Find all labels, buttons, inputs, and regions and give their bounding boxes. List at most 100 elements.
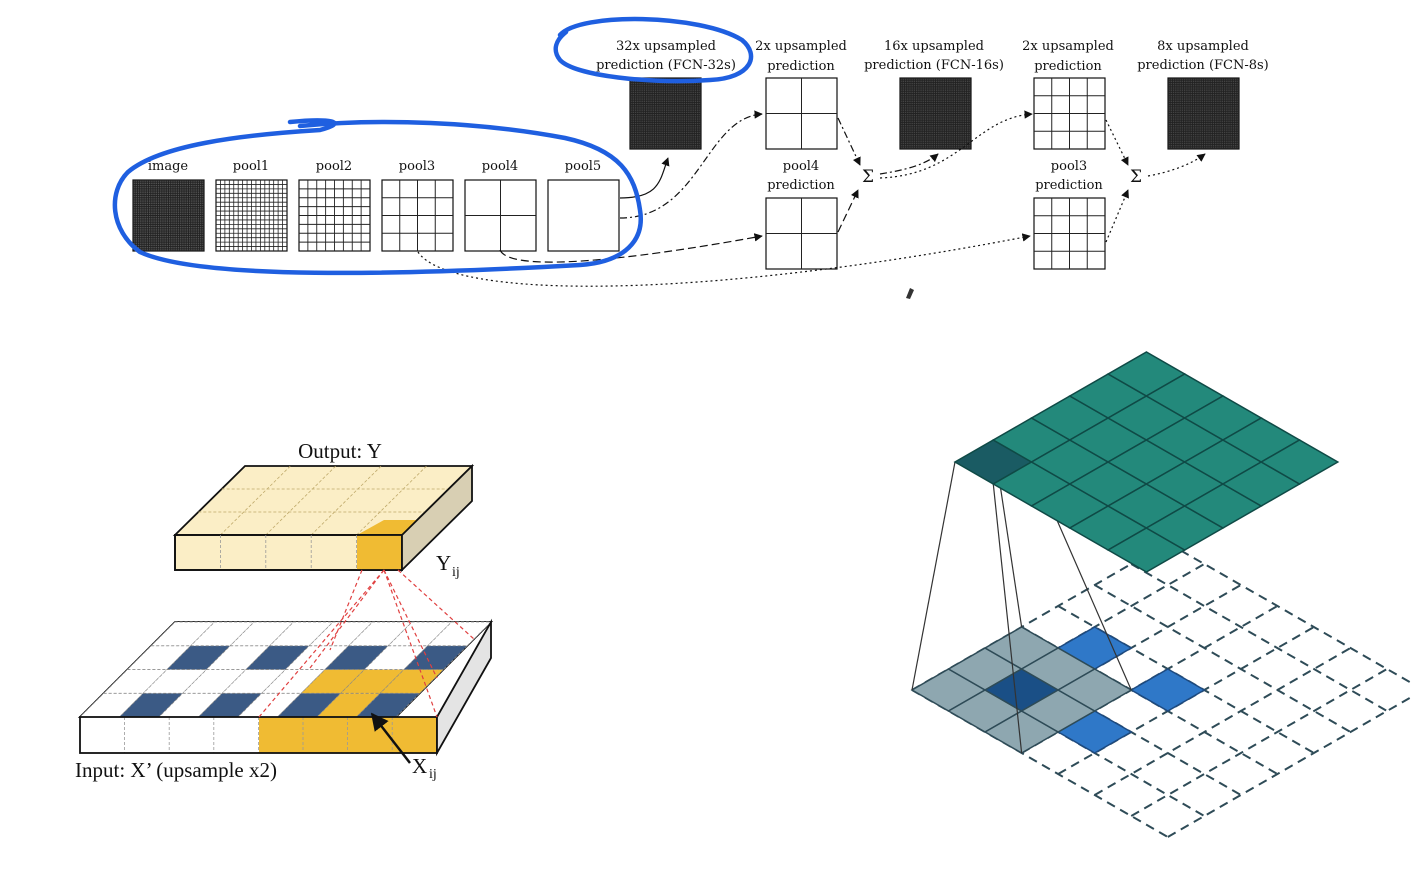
input-top-cells xyxy=(79,621,492,718)
layer-label-pool3: pool3 xyxy=(399,159,435,174)
output-front-grid xyxy=(219,535,358,570)
input-cell xyxy=(181,669,247,694)
fcn-architecture: image pool1 pool2 pool3 pool4 pool5 32x … xyxy=(112,16,1269,299)
sum-symbol-2: Σ xyxy=(1130,167,1142,187)
up2b-label-line1: 2x upsampled xyxy=(1022,39,1114,54)
grid-line xyxy=(1167,695,1412,838)
upsample-conv-diagram: Output: Y Y ij X ij Input: X’ (upsample … xyxy=(75,439,494,782)
transposed-conv-diagram xyxy=(910,351,1412,838)
x-ij-pointer xyxy=(370,712,411,764)
grid-line xyxy=(1094,647,1351,796)
x-ij-subscript: ij xyxy=(429,767,437,782)
fcn8s-label-line1: 8x upsampled xyxy=(1157,39,1249,54)
layer-label-pool2: pool2 xyxy=(316,159,352,174)
input-cell xyxy=(142,669,208,694)
grid-line xyxy=(1130,563,1388,712)
arrow-up2b-to-sum xyxy=(1105,119,1129,166)
layer-grid-pool4 xyxy=(464,179,537,252)
layer-grid-pool2 xyxy=(298,179,371,252)
arrow-sum-to-up2b xyxy=(879,110,1033,179)
input-cell xyxy=(284,645,350,670)
output-highlight-top xyxy=(357,520,429,535)
output-cell xyxy=(1259,439,1340,485)
up2b-label-line2: prediction xyxy=(1034,59,1102,74)
layer-label-pool5: pool5 xyxy=(565,159,601,174)
layer-grid-image xyxy=(132,179,205,252)
fcn8s-label-line2: prediction (FCN-8s) xyxy=(1137,58,1269,73)
pool4-prediction-grid xyxy=(765,197,838,270)
up2a-label-line1: 2x upsampled xyxy=(755,39,847,54)
output-label: Output: Y xyxy=(298,439,382,463)
arrow-sum-to-fcn16s xyxy=(879,153,939,175)
input-cell xyxy=(126,645,192,670)
input-cell xyxy=(189,621,255,647)
output-top-grid xyxy=(198,465,449,536)
input-cell xyxy=(347,621,413,647)
upsampled-2x-prediction-grid xyxy=(765,77,838,150)
arrow-up2a-to-sum xyxy=(837,117,861,166)
input-blue-cell xyxy=(1129,668,1206,712)
input-cell xyxy=(102,669,168,694)
kernel-window xyxy=(910,626,1133,754)
fcn16s-label-line1: 16x upsampled xyxy=(884,39,984,54)
fcn32s-label-line1: 32x upsampled xyxy=(616,39,716,54)
layer-label-image: image xyxy=(148,159,189,174)
fcn32s-label-line2: prediction (FCN-32s) xyxy=(596,58,736,73)
layer-grid-pool3 xyxy=(381,179,454,252)
y-ij-subscript: ij xyxy=(452,565,460,580)
grid-line xyxy=(356,465,427,536)
receptive-field-lines xyxy=(258,569,476,718)
output-side-face xyxy=(401,463,473,573)
pool3-prediction-grid xyxy=(1033,197,1106,270)
projection-line xyxy=(911,461,956,691)
grid-line xyxy=(1167,542,1412,685)
input-cell xyxy=(426,621,492,647)
fcn8s-output-grid xyxy=(1167,77,1240,150)
input-cell xyxy=(300,669,366,694)
fcn32s-output-grid xyxy=(629,77,702,150)
input-cell xyxy=(245,645,311,670)
grid-line xyxy=(1094,584,1351,733)
input-side-face xyxy=(436,618,492,757)
fcn-connections xyxy=(417,110,1206,287)
input-front-grid xyxy=(124,717,393,753)
up2a-label-line2: prediction xyxy=(767,59,835,74)
arrow-pool5-to-fcn32s xyxy=(619,157,670,199)
pool3-prediction-label-line2: prediction xyxy=(1035,178,1103,193)
upsampled-2x-prediction-grid-b xyxy=(1033,77,1106,150)
grid-line xyxy=(265,465,337,536)
pool4-prediction-label-line1: pool4 xyxy=(783,159,819,174)
input-cell xyxy=(363,645,429,670)
x-ij-symbol: X xyxy=(412,754,427,778)
output-highlight-front xyxy=(357,535,402,570)
layer-label-pool4: pool4 xyxy=(482,159,518,174)
projection-line xyxy=(992,483,1023,754)
input-cell xyxy=(221,669,287,694)
fcn16s-output-grid xyxy=(899,77,972,150)
y-ij-symbol: Y xyxy=(436,551,451,575)
input-cell xyxy=(268,621,334,647)
pool3-prediction-label-line1: pool3 xyxy=(1051,159,1087,174)
annotation-circle-encoder xyxy=(112,118,643,276)
input-cell xyxy=(229,621,295,647)
pen-cursor-icon xyxy=(906,288,914,299)
arrow-p3pred-to-sum xyxy=(1105,189,1129,243)
hand-annotation xyxy=(112,16,754,276)
arrow-pool3-to-prediction xyxy=(417,233,1031,287)
layer-grid-pool1 xyxy=(215,179,288,252)
grid-line xyxy=(1130,668,1388,817)
layer-grid-pool5 xyxy=(547,179,620,252)
fcn16s-label-line2: prediction (FCN-16s) xyxy=(864,58,1004,73)
layer-label-pool1: pool1 xyxy=(233,159,269,174)
input-cell xyxy=(205,645,271,670)
annotation-circle-fcn32s xyxy=(553,16,754,84)
input-cell xyxy=(166,645,232,670)
pool4-prediction-label-line2: prediction xyxy=(767,178,835,193)
input-cell xyxy=(324,645,390,670)
input-cell xyxy=(339,669,405,694)
input-label: Input: X’ (upsample x2) xyxy=(75,758,277,782)
input-cell xyxy=(260,669,326,694)
grid-line xyxy=(310,465,382,536)
input-cell xyxy=(150,621,216,647)
